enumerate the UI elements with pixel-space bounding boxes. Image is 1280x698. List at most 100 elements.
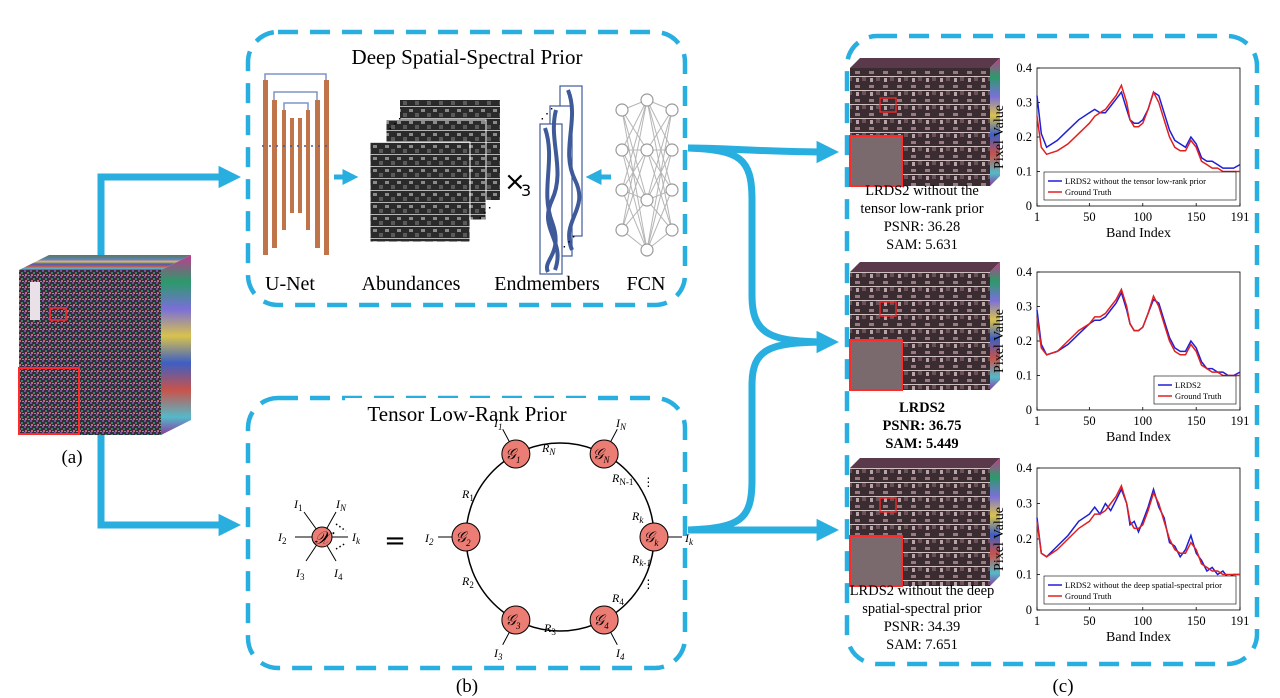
y-tick-label: 0.4 bbox=[1016, 461, 1032, 475]
fcn-edge bbox=[621, 189, 648, 251]
x-tick-label: 50 bbox=[1083, 614, 1096, 628]
x-tick-label: 1 bbox=[1034, 210, 1040, 224]
ring-rank-labels: RN RN-1 R1 Rk Rk-1 R2 R4 R3 bbox=[461, 441, 651, 637]
core-index-label: I1 bbox=[493, 416, 503, 432]
fcn-node bbox=[640, 243, 654, 257]
fcn-edge bbox=[621, 149, 648, 231]
rank-label-r4: R4 bbox=[611, 591, 624, 607]
fcn-node bbox=[665, 223, 679, 237]
result-zoom-small bbox=[879, 97, 897, 113]
fcn-icon bbox=[615, 93, 679, 257]
y-tick-label: 0.3 bbox=[1016, 300, 1032, 314]
x-tick-label: 100 bbox=[1133, 414, 1152, 428]
fcn-node bbox=[615, 143, 629, 157]
legend-box bbox=[1043, 171, 1237, 201]
y-axis-label: Pixel Value bbox=[992, 309, 1007, 373]
fcn-edge bbox=[646, 109, 673, 151]
unet-skip-3 bbox=[283, 102, 309, 110]
fcn-edge bbox=[646, 99, 673, 151]
fcn-edge bbox=[646, 149, 673, 251]
fcn-node bbox=[615, 223, 629, 237]
x-tick-label: 50 bbox=[1083, 414, 1096, 428]
arrow-to-result-1 bbox=[687, 140, 839, 164]
fcn-edge bbox=[621, 149, 648, 251]
fcn-edge bbox=[621, 149, 648, 201]
x-tick-label: 191 bbox=[1231, 614, 1250, 628]
fcn-edge bbox=[621, 109, 648, 251]
fcn-edge bbox=[646, 109, 673, 201]
unet-skip-1 bbox=[264, 73, 327, 80]
result-cube-side bbox=[990, 262, 1000, 390]
unet-bar-1 bbox=[263, 80, 268, 255]
core-label: 𝒢2 bbox=[455, 530, 471, 548]
result-cube-top bbox=[850, 458, 1000, 468]
fcn-node bbox=[615, 183, 629, 197]
fcn-node bbox=[615, 103, 629, 117]
core-circle bbox=[501, 605, 531, 635]
x-tick-label: 150 bbox=[1187, 414, 1206, 428]
deep-prior-box bbox=[245, 29, 688, 308]
curve-top-to-middle bbox=[687, 144, 831, 346]
fcn-label: FCN bbox=[627, 273, 666, 295]
core-circle bbox=[451, 522, 481, 552]
y-tick-label: 0.2 bbox=[1016, 334, 1032, 348]
result-cube-top bbox=[850, 262, 1000, 272]
y-tick-label: 0.1 bbox=[1016, 568, 1032, 582]
rank-label-r3: R3 bbox=[543, 621, 556, 637]
cube-top-face bbox=[19, 255, 191, 270]
core-circle bbox=[589, 439, 619, 469]
abundance-ellipsis-bottom: ⋰ bbox=[478, 206, 492, 221]
tensor-label-i4: I4 bbox=[333, 566, 343, 582]
x-axis-label: Band Index bbox=[1106, 430, 1171, 445]
result-cube-top bbox=[850, 58, 1000, 68]
abundance-ellipsis-top: ⋰ bbox=[388, 117, 402, 132]
unet-bar-6 bbox=[306, 110, 310, 230]
tensor-prior-title-bg bbox=[345, 398, 590, 428]
core-index-label: I3 bbox=[493, 646, 503, 662]
legend-box bbox=[1153, 375, 1237, 405]
y-axis-label: Pixel Value bbox=[992, 507, 1007, 571]
abundance-stack: ⋰ ⋰ bbox=[369, 100, 500, 243]
series-line-ground-truth bbox=[1036, 83, 1240, 173]
y-tick-label: 0.3 bbox=[1016, 497, 1032, 511]
result-caption-line: SAM: 7.651 bbox=[886, 637, 958, 653]
fcn-edge bbox=[621, 99, 648, 151]
endmembers-label: Endmembers bbox=[494, 273, 600, 295]
legend-box bbox=[1043, 575, 1237, 605]
result-zoom-small bbox=[879, 301, 897, 317]
tensor-label-i3: I3 bbox=[295, 566, 305, 582]
fcn-edge bbox=[621, 109, 648, 151]
tensor-label-i1: I1 bbox=[293, 497, 303, 513]
x-tick-label: 100 bbox=[1133, 210, 1152, 224]
tensor-dots-lower bbox=[335, 542, 347, 550]
legend-entry: LRDS2 without the tensor low-rank prior bbox=[1065, 176, 1206, 186]
fcn-edge bbox=[646, 99, 673, 191]
unet-bar-4 bbox=[290, 118, 294, 213]
fcn-edge bbox=[646, 149, 673, 231]
core-circle bbox=[589, 605, 619, 635]
deep-prior-title: Deep Spatial-Spectral Prior bbox=[352, 45, 583, 69]
x-axis-label: Band Index bbox=[1106, 226, 1171, 241]
result-cube-side bbox=[990, 58, 1000, 186]
endmember-curve-3 bbox=[543, 127, 558, 273]
tensor-prior-box bbox=[245, 395, 688, 671]
result-zoom-large bbox=[849, 135, 903, 187]
ring-ellipsis: ⋮ bbox=[642, 475, 654, 489]
unet-skip-2 bbox=[273, 91, 318, 100]
rank-label-rk: Rk bbox=[631, 509, 644, 525]
core-label: 𝒢3 bbox=[505, 613, 521, 631]
endmember-curve-1 bbox=[566, 89, 582, 251]
rank-label-r2: R2 bbox=[461, 574, 474, 590]
tensor-dots-upper bbox=[335, 523, 347, 532]
panel-label-a: (a) bbox=[61, 447, 82, 468]
core-label: 𝒢k bbox=[644, 530, 660, 548]
core-label: 𝒢N bbox=[593, 447, 611, 465]
mode-product-index: 3 bbox=[521, 181, 531, 200]
chart-legend: LRDS2 without the deep spatial-spectral … bbox=[1043, 575, 1237, 605]
legend-entry: LRDS2 without the deep spatial-spectral … bbox=[1065, 580, 1222, 590]
series-line-ground-truth bbox=[1036, 483, 1240, 576]
